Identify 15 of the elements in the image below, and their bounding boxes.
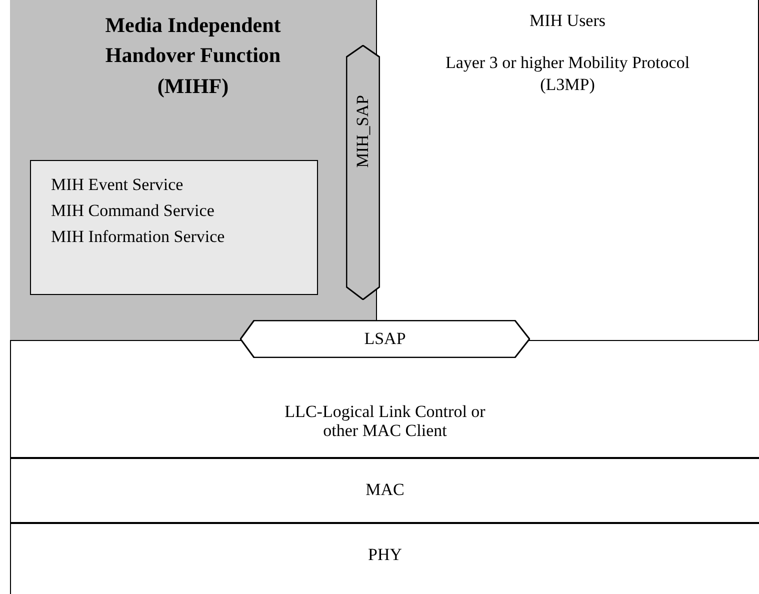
layer-label: LLC-Logical Link Control or other MAC Client (284, 403, 486, 440)
sap-hexagon (240, 320, 530, 358)
service-label: MIH Information Service (51, 227, 225, 247)
service-label: MIH Event Service (51, 175, 184, 195)
sap-label: MIH_SAP (353, 95, 373, 168)
service-label: MIH Command Service (51, 201, 214, 221)
panel-heading: MIH Users (528, 10, 607, 32)
layer-label: PHY (366, 546, 403, 565)
sap-hexagon (346, 45, 380, 300)
layer-label: MAC (364, 481, 406, 500)
layer-band (10, 523, 759, 594)
service-box (30, 160, 318, 295)
protocol-label: Layer 3 or higher Mobility Protocol (L3MP) (444, 52, 691, 96)
sap-label: LSAP (363, 329, 407, 349)
layer-band (10, 458, 759, 523)
